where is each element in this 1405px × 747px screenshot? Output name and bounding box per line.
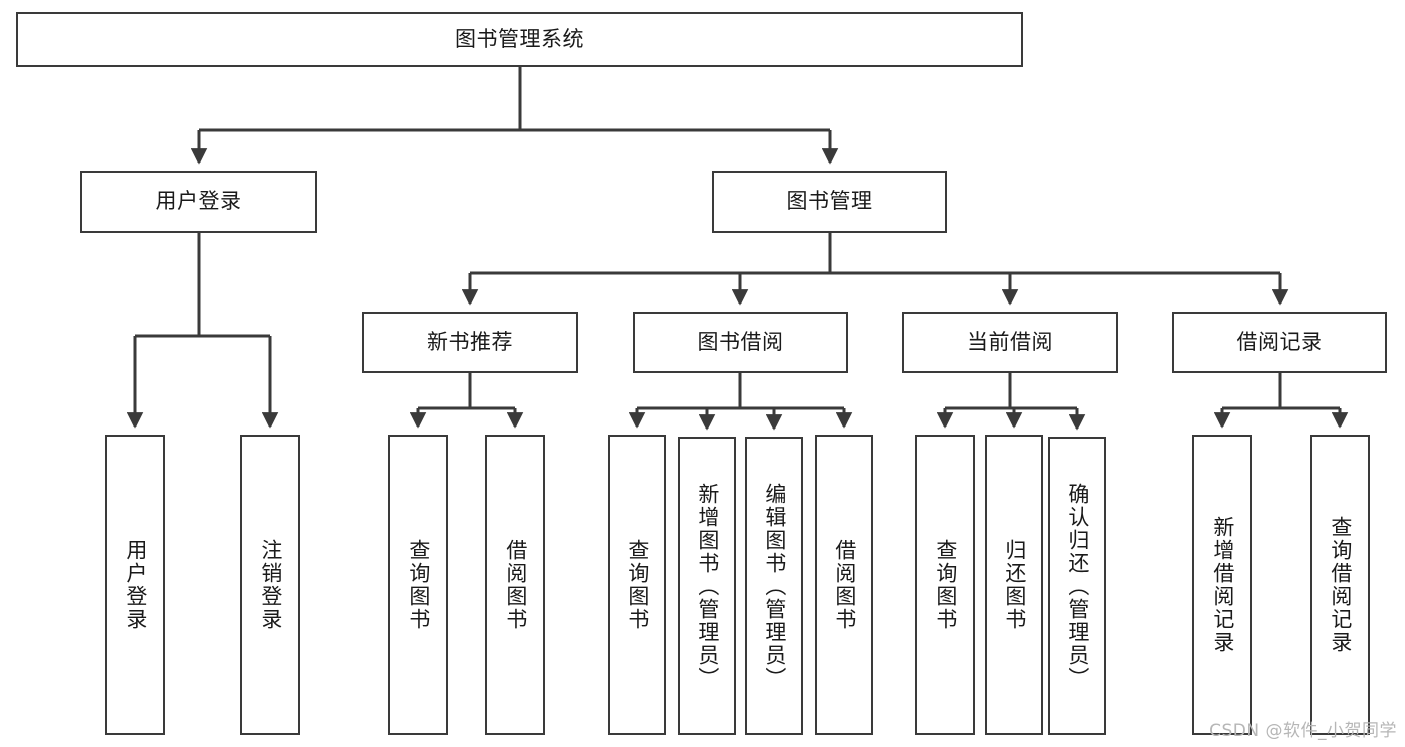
node-label: 借阅记录 [1236,329,1323,354]
node-label: 确认归还（管理员） [1065,482,1090,690]
node-label: 查询图书 [933,539,958,631]
node-label: 归还图书 [1002,539,1027,631]
node-leaf-query-book-borrow[interactable]: 查询图书 [608,435,666,735]
node-leaf-add-book-admin[interactable]: 新增图书（管理员） [678,437,736,735]
node-label: 查询图书 [406,539,431,631]
node-label: 新书推荐 [427,329,513,354]
node-new-book-recommend[interactable]: 新书推荐 [362,312,578,373]
node-label: 图书管理系统 [455,26,584,51]
node-label: 新增图书（管理员） [695,482,720,690]
node-label: 查询借阅记录 [1328,516,1353,654]
node-label: 图书管理 [786,189,873,214]
node-leaf-confirm-return-admin[interactable]: 确认归还（管理员） [1048,437,1106,735]
node-label: 新增借阅记录 [1210,516,1235,654]
node-leaf-borrow-book-recommend[interactable]: 借阅图书 [485,435,545,735]
node-book-management[interactable]: 图书管理 [712,171,947,233]
node-book-borrow[interactable]: 图书借阅 [633,312,848,373]
node-leaf-query-book-recommend[interactable]: 查询图书 [388,435,448,735]
node-user-login[interactable]: 用户登录 [80,171,317,233]
node-label: 图书借阅 [697,329,784,354]
node-leaf-user-login[interactable]: 用户登录 [105,435,165,735]
node-label: 借阅图书 [503,539,528,631]
node-label: 当前借阅 [967,329,1053,354]
watermark: CSDN @软件_小贺同学 [1209,721,1397,741]
node-leaf-query-borrow-record[interactable]: 查询借阅记录 [1310,435,1370,735]
node-leaf-query-book-current[interactable]: 查询图书 [915,435,975,735]
node-leaf-logout[interactable]: 注销登录 [240,435,300,735]
node-leaf-add-borrow-record[interactable]: 新增借阅记录 [1192,435,1252,735]
node-label: 用户登录 [155,189,242,214]
node-label: 借阅图书 [832,539,857,631]
node-label: 编辑图书（管理员） [762,482,787,690]
node-leaf-borrow-book[interactable]: 借阅图书 [815,435,873,735]
node-leaf-return-book[interactable]: 归还图书 [985,435,1043,735]
node-current-borrow[interactable]: 当前借阅 [902,312,1118,373]
node-root-book-management-system[interactable]: 图书管理系统 [16,12,1023,67]
node-label: 注销登录 [258,539,283,631]
node-label: 查询图书 [625,539,650,631]
node-borrow-record[interactable]: 借阅记录 [1172,312,1387,373]
node-label: 用户登录 [123,539,148,631]
node-leaf-edit-book-admin[interactable]: 编辑图书（管理员） [745,437,803,735]
